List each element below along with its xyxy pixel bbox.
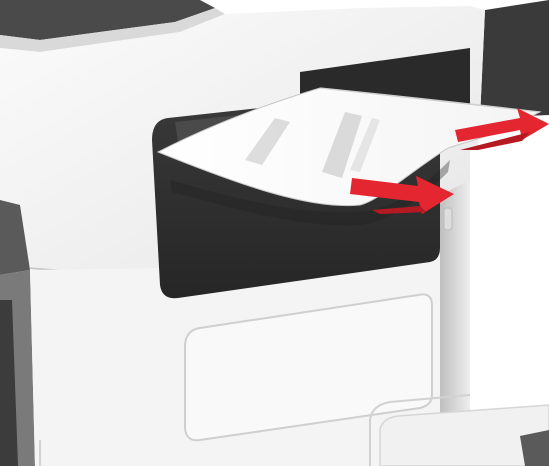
drawer-handle <box>520 430 549 466</box>
door-latch <box>444 208 452 230</box>
upper-dark-panel <box>480 0 549 118</box>
